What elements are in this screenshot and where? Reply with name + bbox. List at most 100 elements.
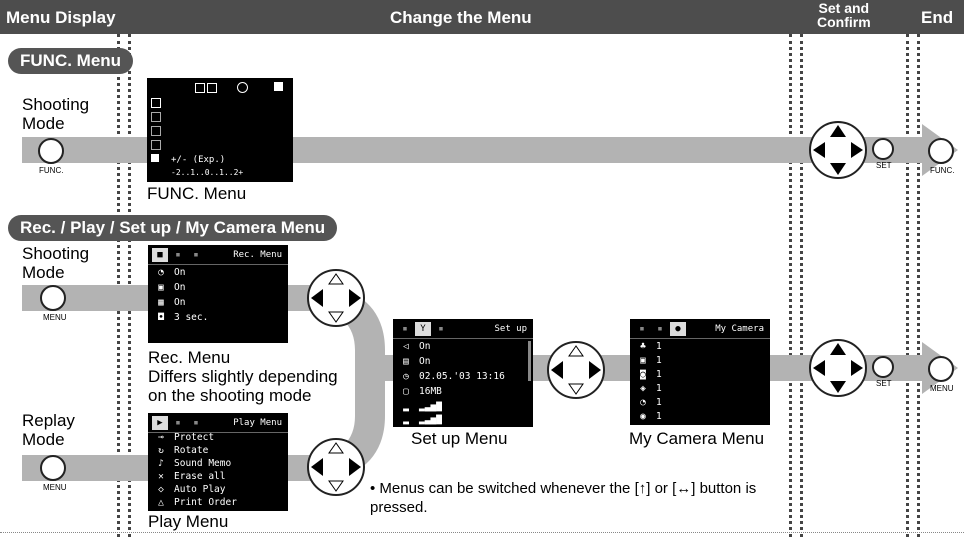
play-menu-item: Rotate [174, 445, 209, 456]
rec-set-four-way-controller-icon[interactable] [808, 338, 868, 398]
play-menu-row: ↻ Rotate [148, 444, 288, 457]
grid-icon: ▦ [158, 297, 164, 308]
setup-menu-row: ▂▂▃▅▇ [393, 399, 533, 414]
protect-icon: ⊸ [158, 432, 164, 443]
play-menu-row: ♪Sound Memo [148, 457, 288, 470]
rec-menu-title: Rec. Menu [233, 250, 282, 260]
play-menu-title: Play Menu [233, 418, 282, 428]
rec-menu-row: ◘ 3 sec. [148, 310, 288, 325]
mycamera-menu-screen: ▪ ▪ ● My Camera ♣1 ▣1 ◙1 ◈1 ◔1 ◉1 [630, 319, 770, 425]
mycamera-menu-row: ♣1 [630, 339, 770, 354]
microphone-icon: ♪ [158, 458, 164, 469]
setup-tab-icon: Y [415, 322, 431, 336]
setup-menu-row: ▂ ▂▃▅▇ [393, 412, 533, 427]
rec-set-button-icon[interactable] [872, 356, 894, 378]
replay-mode-label: Replay Mode [22, 411, 75, 449]
header-set-confirm: Set and Confirm [817, 0, 871, 30]
func-screen-side-icon-4 [151, 140, 161, 150]
rec-menu-screen: ■ ▪ ▪ Rec. Menu ◔On ▣On ▦On ◘3 sec. [148, 245, 288, 343]
header-change-menu: Change the Menu [390, 8, 532, 27]
rec-menu-caption: Rec. Menu Differs slightly depending on … [148, 348, 338, 405]
divider-set [906, 34, 909, 537]
rec-tab-mycamera-icon: ▪ [193, 250, 199, 260]
play-menu-row: △Print Order [148, 496, 288, 509]
divider-set-2 [917, 34, 920, 537]
play-tab-mycamera-icon: ▪ [193, 418, 199, 428]
func-screen-icon-2 [207, 83, 217, 93]
mycamera-menu-row: ▣1 [630, 353, 770, 368]
date-time-icon: ◷ [403, 371, 409, 382]
setup-four-way-controller-icon[interactable] [546, 340, 606, 400]
startup-sound-icon: ◙ [640, 369, 646, 380]
setup-menu-caption: Set up Menu [411, 429, 508, 448]
mycamera-tab-icon: ● [670, 322, 686, 336]
setup-menu-row: ◷ 02.05.'03 13:16 [393, 369, 533, 384]
review-icon: ◘ [158, 312, 164, 323]
play-menu-button-icon[interactable] [40, 455, 66, 481]
mycamera-menu-row: ◙1 [630, 367, 770, 382]
mycamera-menu-value: 1 [656, 383, 662, 394]
setup-tab-mycamera-icon: ▪ [438, 324, 444, 334]
play-menu-item: Erase all [174, 471, 226, 482]
rec-end-button-icon[interactable] [928, 356, 954, 382]
play-four-way-controller-icon[interactable] [306, 437, 366, 497]
operation-sound-icon: ◈ [640, 383, 646, 394]
play-menu-item: Auto Play [174, 484, 226, 495]
bottom-divider [0, 532, 964, 533]
func-set-button-icon[interactable] [872, 138, 894, 160]
rec-menu-divider [148, 264, 288, 265]
func-menu-screen: +/- (Exp.) -2..1..0..1..2+ [147, 78, 293, 182]
func-screen-side-icon-1 [151, 98, 161, 108]
play-menu-row: ◇ Auto Play [148, 483, 288, 496]
rec-end-button-label: MENU [930, 384, 954, 393]
setup-menu-title: Set up [494, 324, 527, 334]
func-four-way-controller-icon[interactable] [808, 120, 868, 180]
func-end-button-icon[interactable] [928, 138, 954, 164]
func-screen-icon-3 [237, 82, 248, 93]
section-func-menu: FUNC. Menu [8, 48, 134, 74]
play-tab-icon: ▶ [152, 416, 168, 430]
rec-four-way-controller-icon[interactable] [306, 268, 366, 328]
func-set-label: SET [876, 161, 892, 170]
rec-menu-button-icon[interactable] [40, 285, 66, 311]
mycamera-tab-camera-icon: ▪ [639, 324, 645, 334]
func-screen-exp: +/- (Exp.) [171, 155, 226, 165]
setup-menu-value: 02.05.'03 13:16 [419, 371, 505, 382]
setup-scrollbar[interactable] [528, 341, 531, 381]
section-rec-menu: Rec. / Play / Set up / My Camera Menu [8, 215, 338, 241]
rec-menu-row: ▣On [148, 280, 288, 295]
rec-menu-value: On [174, 297, 186, 308]
mycamera-menu-divider [630, 338, 770, 339]
play-menu-row: ✕ Erase all [148, 470, 288, 483]
format-icon: ▢ [403, 386, 409, 397]
divider-change-2 [800, 34, 803, 537]
rec-menu-value: 3 sec. [174, 312, 209, 323]
func-button-icon[interactable] [38, 138, 64, 164]
erase-icon: ✕ [158, 471, 164, 482]
play-menu-item: Protect [174, 432, 215, 443]
func-screen-side-icon-3 [151, 126, 161, 136]
setup-menu-divider [393, 338, 533, 339]
mycamera-menu-caption: My Camera Menu [629, 429, 765, 448]
auto-play-icon: ◇ [158, 484, 164, 495]
setup-menu-value: On [419, 341, 431, 352]
shutter-sound-icon: ◉ [640, 411, 646, 422]
af-icon: ▣ [158, 282, 164, 293]
rec-tab-setup-icon: ▪ [175, 250, 181, 260]
func-screen-side-icon-5 [151, 154, 159, 162]
volume-icon: ◁ [403, 341, 409, 352]
setup-menu-row: ▤On [393, 354, 533, 369]
func-end-button-label: FUNC. [930, 166, 955, 175]
mycamera-menu-value: 1 [656, 355, 662, 366]
play-menu-item: Print Order [174, 497, 237, 508]
mycamera-tab-setup-icon: ▪ [657, 324, 663, 334]
func-menu-caption: FUNC. Menu [147, 184, 247, 203]
play-menu-divider [148, 432, 288, 433]
volume-bars-2: ▂▃▅▇ [419, 414, 442, 425]
divider-change [789, 34, 792, 537]
startup-volume-icon: ▂ [403, 414, 409, 425]
startup-image-icon: ▣ [640, 355, 646, 366]
rotate-icon: ↻ [158, 445, 164, 456]
mycamera-menu-value: 1 [656, 411, 662, 422]
